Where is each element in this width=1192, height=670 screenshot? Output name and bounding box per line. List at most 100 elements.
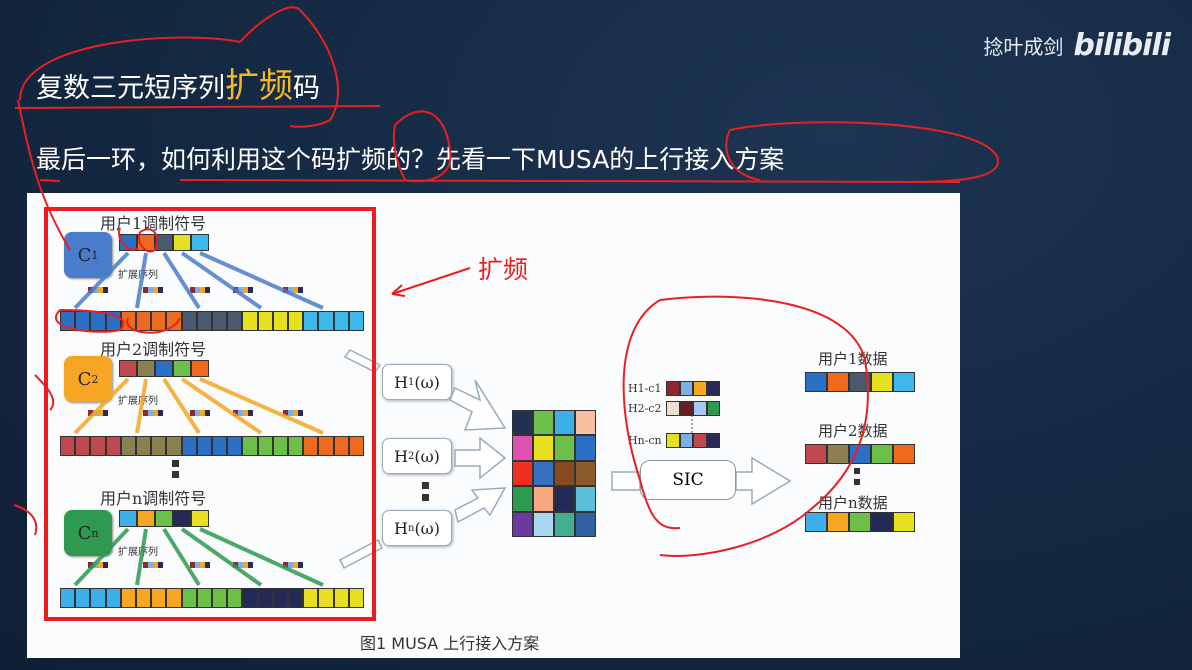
received-matrix-cell [554, 486, 575, 512]
spreading-arrow [199, 527, 324, 587]
modulation-symbol [119, 510, 137, 527]
ellipsis-dot [422, 482, 429, 489]
mini-sequence-chip [98, 410, 103, 416]
user-data-label: 用户1数据 [818, 350, 888, 368]
received-matrix-cell [554, 511, 575, 537]
mini-sequence-chip [93, 287, 98, 293]
input-arrow [454, 487, 507, 524]
spread-chip [348, 436, 364, 456]
spreading-arrow [135, 378, 148, 434]
spread-chip [242, 311, 258, 331]
user-data-chip [871, 512, 893, 532]
mini-sequence-chip [233, 410, 238, 416]
modulation-symbol [155, 510, 173, 527]
mini-sequence-chip [283, 562, 288, 568]
user-data-chip [893, 444, 915, 464]
spread-chip [348, 588, 364, 608]
spread-chip [288, 311, 304, 331]
code-letter: C [77, 368, 92, 390]
sic-box: SIC [640, 460, 736, 500]
input-arrow [449, 379, 507, 431]
code-subscript: n [91, 526, 99, 540]
spreading-arrow [162, 527, 201, 587]
user-data-chip [849, 444, 871, 464]
mini-sequence-chip [248, 410, 253, 416]
code-letter: C [77, 522, 92, 544]
user-data-chip [849, 372, 871, 392]
mini-sequence-chip [153, 287, 158, 293]
received-matrix-cell [512, 460, 533, 487]
spread-chip [272, 311, 288, 331]
bilibili-logo: bilibili [1073, 28, 1171, 63]
modulation-symbol [173, 234, 191, 251]
spreading-arrow [135, 528, 148, 586]
mini-sequence-chip [298, 562, 303, 568]
modulation-symbol [119, 360, 137, 377]
ellipsis-dot [172, 460, 179, 467]
hc-chip [666, 381, 680, 396]
modulation-symbol [173, 360, 191, 377]
user-data-chip [827, 444, 849, 464]
spread-chip [166, 588, 182, 608]
mini-sequence-chip [153, 562, 158, 568]
watermark-logo: 捻叶成剑 bilibili [983, 28, 1171, 63]
user-data-label: 用户n数据 [818, 494, 888, 512]
spread-chip [227, 311, 243, 331]
mini-sequence-chip [103, 562, 108, 568]
spread-chip [151, 436, 167, 456]
user-data-label: 用户2数据 [818, 422, 888, 440]
spread-sequence-label: 扩展序列 [118, 547, 158, 558]
spread-chip [333, 436, 349, 456]
received-matrix-cell [512, 435, 533, 461]
hc-label: H1-c1 [628, 382, 662, 395]
user-data-chip [827, 372, 849, 392]
mini-sequence-chip [248, 562, 253, 568]
logo-author: 捻叶成剑 [983, 35, 1064, 59]
mini-sequence-chip [243, 287, 248, 293]
received-matrix-cell [512, 486, 533, 512]
spread-chip [272, 436, 288, 456]
channel-text: (ω) [414, 446, 440, 466]
mini-sequence-chip [158, 410, 163, 416]
spread-sequence-label: 扩展序列 [118, 396, 158, 407]
hc-label: Hn-cn [628, 434, 662, 447]
modulation-symbol [191, 234, 209, 251]
hc-chip [693, 381, 707, 396]
received-matrix-cell [512, 410, 533, 436]
red-highlight-box [44, 207, 376, 621]
user-data-chip [849, 512, 871, 532]
mini-sequence-chip [293, 562, 298, 568]
mini-sequence-chip [238, 287, 243, 293]
spread-chip [303, 436, 319, 456]
spread-chip [303, 588, 319, 608]
mini-sequence-chip [288, 410, 293, 416]
mini-sequence-chip [88, 410, 93, 416]
spread-chip [105, 588, 121, 608]
spreading-arrow [180, 251, 263, 310]
received-matrix-cell [554, 435, 575, 461]
mini-sequence-chip [148, 410, 153, 416]
hc-chip [693, 401, 707, 416]
received-matrix-cell [575, 511, 596, 537]
ellipsis-dot [172, 471, 179, 478]
channel-text: (ω) [414, 372, 440, 392]
user-symbol-label: 用户2调制符号 [100, 340, 207, 359]
spread-chip [242, 588, 258, 608]
hc-chip [679, 381, 693, 396]
mini-sequence-chip [148, 287, 153, 293]
input-arrow [339, 538, 383, 570]
mini-sequence-chip [143, 287, 148, 293]
user-data-chip [805, 512, 827, 532]
spread-chip [60, 436, 76, 456]
channel-text: H [394, 446, 409, 466]
spreading-arrow [135, 252, 148, 309]
spread-chip [333, 311, 349, 331]
spread-chip [227, 588, 243, 608]
figure-caption: 图1 MUSA 上行接入方案 [360, 634, 540, 653]
spread-chip [257, 588, 273, 608]
mini-sequence-chip [200, 287, 205, 293]
spread-chip [120, 436, 136, 456]
